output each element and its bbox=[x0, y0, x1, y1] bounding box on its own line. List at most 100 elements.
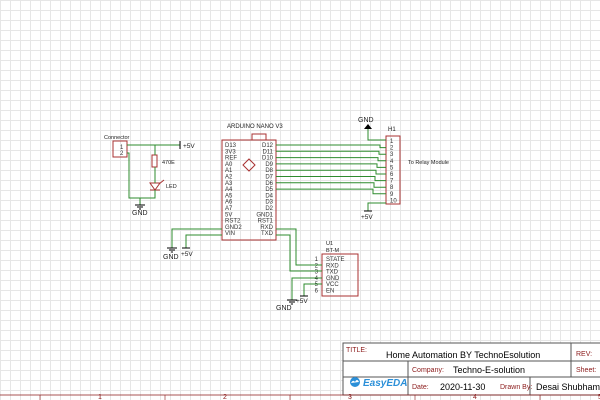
arduino-pin-d9: D9 bbox=[265, 162, 273, 168]
arduino-chip-mark bbox=[242, 158, 256, 172]
bt-pin-vcc: VCC bbox=[326, 282, 339, 288]
relay-wire bbox=[276, 163, 386, 168]
company-value: Techno-E-solution bbox=[453, 365, 525, 375]
wire-bt-gnd bbox=[291, 277, 322, 300]
header-pin-10: 10 bbox=[390, 198, 397, 204]
arduino-nano[interactable]: ARDUINO NANO V3 D133V3REFA0A1A2A3A4A5A6A… bbox=[221, 124, 283, 241]
bt-pin-number: 6 bbox=[315, 289, 319, 295]
arduino-pin-d8: D8 bbox=[265, 168, 273, 174]
arduino-pin-d10: D10 bbox=[262, 156, 274, 162]
wire-header-5v bbox=[367, 202, 386, 211]
title-label: TITLE: bbox=[346, 347, 367, 354]
header-pin-4: 4 bbox=[390, 159, 394, 165]
wires bbox=[127, 129, 386, 300]
vcc-label-bt: +5V bbox=[296, 298, 308, 305]
arduino-pin-a6: A6 bbox=[225, 200, 233, 206]
power-symbols: +5V GND GND +5V GND +5V GND +5V bbox=[132, 117, 374, 312]
frame-number: 5 bbox=[598, 394, 600, 400]
arduino-pin-5v: 5V bbox=[225, 212, 232, 218]
resistor[interactable] bbox=[151, 154, 158, 168]
arduino-pin-d6: D6 bbox=[265, 181, 273, 187]
relay-wire bbox=[276, 169, 386, 175]
arduino-pin-a1: A1 bbox=[225, 168, 233, 174]
arduino-pin-rst2: RST2 bbox=[225, 219, 241, 225]
drawn-label: Drawn By: bbox=[500, 384, 532, 391]
header-pin-5: 5 bbox=[390, 165, 394, 171]
relay-wire bbox=[276, 182, 386, 188]
header-pin-2: 2 bbox=[390, 146, 394, 152]
arduino-pin-d4: D4 bbox=[265, 193, 273, 199]
gnd-symbol-header bbox=[364, 124, 372, 129]
arduino-pin-vin: VIN bbox=[225, 231, 235, 237]
title-block: TITLE: Home Automation BY TechnoEsolutio… bbox=[342, 342, 600, 396]
frame-number: 1 bbox=[98, 394, 102, 400]
gnd-label-bt: GND bbox=[276, 305, 292, 312]
header-pin-1: 1 bbox=[390, 139, 394, 145]
arduino-pin-d2: D2 bbox=[265, 206, 273, 212]
arduino-pin-ref: REF bbox=[225, 156, 237, 162]
arduino-usb bbox=[251, 133, 267, 141]
led-diode bbox=[149, 182, 161, 191]
arduino-pin-rst1: RST1 bbox=[258, 219, 274, 225]
connector-label: Connector bbox=[104, 135, 130, 141]
arduino-pin-a3: A3 bbox=[225, 181, 233, 187]
wire-vin bbox=[185, 234, 222, 248]
bt-pin-txd: TXD bbox=[326, 270, 339, 276]
bt-pin-number: 2 bbox=[315, 263, 319, 269]
wire-gnd2 bbox=[171, 228, 222, 248]
relay-wire bbox=[276, 157, 386, 162]
wire-header-gnd bbox=[367, 129, 386, 141]
arduino-pin-rxd: RXD bbox=[260, 225, 273, 231]
arduino-pin-3v3: 3V3 bbox=[225, 149, 236, 155]
bt-ref: U1 bbox=[326, 241, 333, 247]
arduino-pin-a2: A2 bbox=[225, 175, 233, 181]
arduino-pin-d12: D12 bbox=[262, 143, 274, 149]
connector[interactable]: Connector 1 2 bbox=[104, 135, 130, 158]
bt-pin-en: EN bbox=[326, 289, 334, 295]
arduino-pin-txd: TXD bbox=[261, 231, 274, 237]
header-pin-8: 8 bbox=[390, 185, 394, 191]
bt-pin-number: 1 bbox=[315, 257, 319, 263]
connector-pin-2: 2 bbox=[120, 151, 124, 157]
wire-rxd-bt bbox=[276, 228, 322, 266]
gnd-symbol-bt bbox=[287, 299, 297, 305]
gnd-label-conn: GND bbox=[132, 210, 148, 217]
title-value: Home Automation BY TechnoEsolution bbox=[386, 350, 540, 360]
gnd-label-ard: GND bbox=[163, 254, 179, 261]
arduino-pin-gnd1: GND1 bbox=[256, 212, 273, 218]
header-note: To Relay Module bbox=[408, 160, 449, 166]
bt-body bbox=[321, 253, 359, 297]
led[interactable]: LED bbox=[149, 179, 177, 191]
company-label: Company: bbox=[412, 367, 444, 374]
bt-name: BT-M bbox=[326, 248, 340, 254]
date-label: Date: bbox=[412, 384, 429, 391]
frame-number: 3 bbox=[348, 394, 352, 400]
relay-wire bbox=[276, 176, 386, 182]
arduino-pin-d13: D13 bbox=[225, 143, 237, 149]
vcc-label-ard: +5V bbox=[181, 251, 193, 258]
header-body bbox=[385, 135, 401, 205]
gnd-symbol-ard bbox=[167, 247, 177, 253]
vcc-label-conn: +5V bbox=[183, 143, 195, 150]
vcc-label-header: +5V bbox=[361, 214, 373, 221]
wire-led-gnd bbox=[140, 190, 156, 199]
frame-number: 2 bbox=[223, 394, 227, 400]
header-pin-7: 7 bbox=[390, 179, 394, 185]
arduino-label: ARDUINO NANO V3 bbox=[227, 124, 283, 130]
wire-conn-gnd bbox=[127, 152, 141, 205]
resistor-value: 470E bbox=[162, 160, 175, 166]
header-pin-9: 9 bbox=[390, 192, 394, 198]
header-ref: H1 bbox=[388, 127, 396, 133]
wire-txd-bt bbox=[276, 234, 322, 272]
bt-pin-number: 5 bbox=[315, 282, 319, 288]
drawn-value: Desai Shubham bbox=[536, 382, 600, 392]
connector-body bbox=[112, 140, 128, 158]
